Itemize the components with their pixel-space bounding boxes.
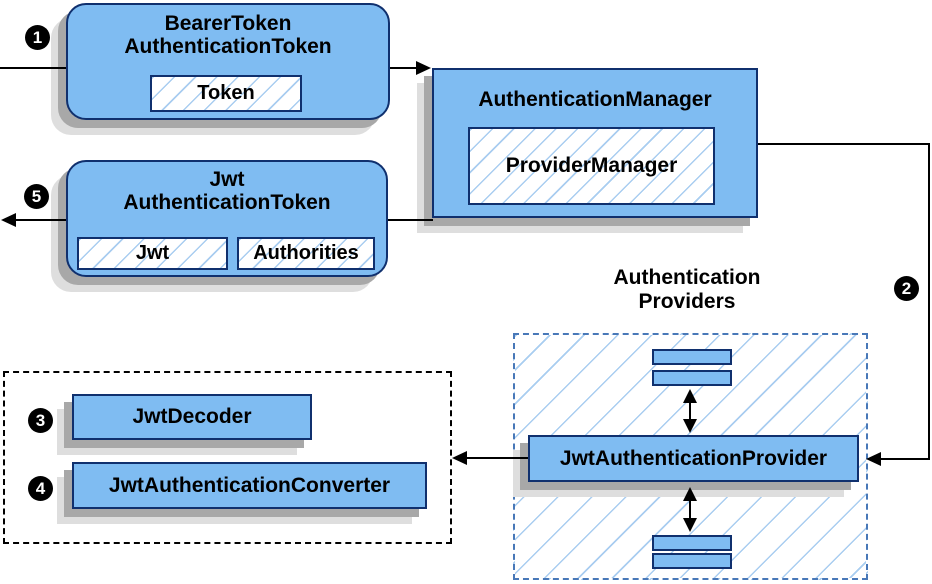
jwt-authentication-provider-label: JwtAuthenticationProvider — [559, 446, 828, 470]
provider-placeholder-bar — [652, 370, 732, 386]
step-4-badge: 4 — [28, 476, 53, 501]
step-3-number: 3 — [35, 410, 46, 430]
provider-manager-label: ProviderManager — [505, 154, 678, 177]
token-field: Token — [150, 75, 302, 112]
jwt-field-label: Jwt — [135, 242, 170, 264]
authentication-providers-label: Authentication Providers — [577, 266, 797, 314]
arrowhead-into-provider — [866, 452, 881, 466]
jwt-authentication-token-node: Jwt AuthenticationToken Jwt Authorities — [66, 160, 388, 277]
bearer-token-title-line2: AuthenticationToken — [124, 35, 332, 58]
provider-placeholder-bar — [652, 553, 732, 569]
step-5-badge: 5 — [24, 184, 49, 209]
jwt-authentication-provider-node: JwtAuthenticationProvider — [528, 435, 859, 482]
jwt-authentication-converter-label: JwtAuthenticationConverter — [108, 473, 391, 497]
provider-placeholder-bar — [652, 349, 732, 365]
authorities-field: Authorities — [237, 237, 375, 270]
step-5-number: 5 — [31, 186, 42, 206]
providers-label-line2: Providers — [638, 290, 736, 313]
authentication-manager-title: AuthenticationManager — [478, 88, 712, 111]
step-2-number: 2 — [901, 278, 912, 298]
token-field-label: Token — [197, 82, 255, 104]
bearer-token-node-title: BearerToken AuthenticationToken — [68, 12, 388, 58]
bearer-token-title-line1: BearerToken — [164, 12, 292, 35]
step-1-number: 1 — [32, 27, 43, 47]
providers-label-line1: Authentication — [613, 266, 761, 289]
step-4-number: 4 — [35, 478, 46, 498]
jwt-token-node-title: Jwt AuthenticationToken — [68, 168, 386, 214]
arrowhead-outgoing-token — [1, 213, 16, 227]
jwt-authentication-converter-node: JwtAuthenticationConverter — [72, 462, 427, 509]
jwt-decoder-label: JwtDecoder — [132, 405, 252, 428]
provider-manager-field: ProviderManager — [468, 127, 715, 205]
authentication-manager-node: AuthenticationManager ProviderManager — [432, 68, 758, 218]
step-2-badge: 2 — [894, 276, 919, 301]
arrowhead-into-helpers — [452, 451, 467, 465]
bearer-token-authentication-token-node: BearerToken AuthenticationToken Token — [66, 3, 390, 120]
authorities-field-label: Authorities — [253, 242, 359, 264]
jwt-token-title-line2: AuthenticationToken — [123, 191, 331, 214]
jwt-token-title-line1: Jwt — [209, 168, 245, 191]
jwt-field: Jwt — [77, 237, 228, 270]
step-3-badge: 3 — [28, 408, 53, 433]
step-1-badge: 1 — [25, 25, 50, 50]
arrowhead-into-manager — [416, 61, 431, 75]
jwt-decoder-node: JwtDecoder — [72, 394, 312, 440]
provider-placeholder-bar — [652, 535, 732, 551]
